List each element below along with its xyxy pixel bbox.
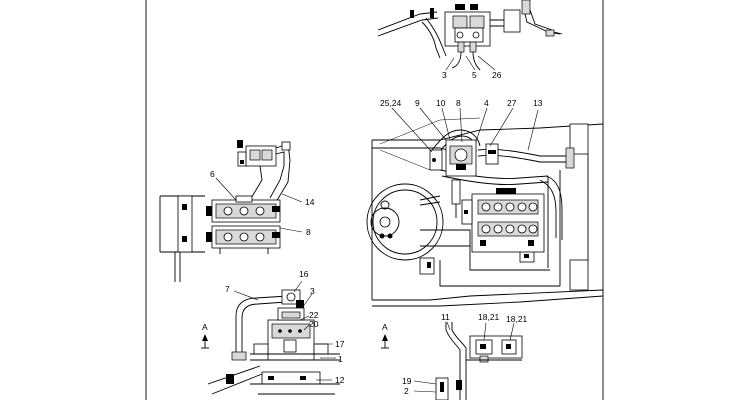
callout-br-2: 2 bbox=[404, 386, 409, 396]
callout-b-7: 7 bbox=[225, 284, 230, 294]
main-valve-assembly bbox=[419, 129, 575, 253]
view-arrow-right: A bbox=[381, 322, 389, 349]
callout-r-4: 4 bbox=[484, 98, 489, 108]
callout-l-8: 8 bbox=[306, 227, 311, 237]
top-valve-assembly bbox=[377, 0, 563, 71]
callout-r-10: 10 bbox=[436, 98, 446, 108]
view-arrow-left: A bbox=[201, 322, 209, 349]
callout-br-18-21a: 18,21 bbox=[478, 312, 500, 322]
right-callouts: 25,24 9 10 8 4 27 13 bbox=[380, 98, 543, 153]
callout-top-26: 26 bbox=[492, 70, 502, 80]
left-callouts: 6 14 8 bbox=[210, 169, 315, 237]
callout-b-22: 22 bbox=[309, 310, 319, 320]
callout-br-19: 19 bbox=[402, 376, 412, 386]
callout-r-8: 8 bbox=[456, 98, 461, 108]
callout-b-3: 3 bbox=[310, 286, 315, 296]
bottom-valve-assembly bbox=[207, 289, 340, 395]
svg-text:A: A bbox=[382, 322, 388, 332]
callout-top-5: 5 bbox=[472, 70, 477, 80]
callout-r-25-24: 25,24 bbox=[380, 98, 402, 108]
callout-r-9: 9 bbox=[415, 98, 420, 108]
bracket-callouts: 11 18,21 18,21 19 2 bbox=[402, 312, 528, 396]
machine-frame-right bbox=[366, 117, 604, 307]
callout-b-12: 12 bbox=[335, 375, 345, 385]
callout-b-20: 20 bbox=[309, 319, 319, 329]
callout-br-18-21b: 18,21 bbox=[506, 314, 528, 324]
bracket-assembly bbox=[435, 322, 523, 400]
left-valve-assembly bbox=[159, 140, 291, 282]
callout-r-27: 27 bbox=[507, 98, 517, 108]
callout-l-14: 14 bbox=[305, 197, 315, 207]
svg-text:A: A bbox=[202, 322, 208, 332]
top-callouts: 3 5 26 bbox=[442, 55, 502, 80]
callout-l-6: 6 bbox=[210, 169, 215, 179]
callout-r-13: 13 bbox=[533, 98, 543, 108]
callout-br-11: 11 bbox=[441, 312, 450, 322]
bottom-callouts: 16 7 3 22 20 17 1 12 bbox=[225, 269, 345, 385]
callout-b-1: 1 bbox=[338, 354, 343, 364]
callout-top-3: 3 bbox=[442, 70, 447, 80]
callout-b-17: 17 bbox=[335, 339, 345, 349]
callout-b-16: 16 bbox=[299, 269, 309, 279]
frame-lines bbox=[145, 0, 604, 400]
